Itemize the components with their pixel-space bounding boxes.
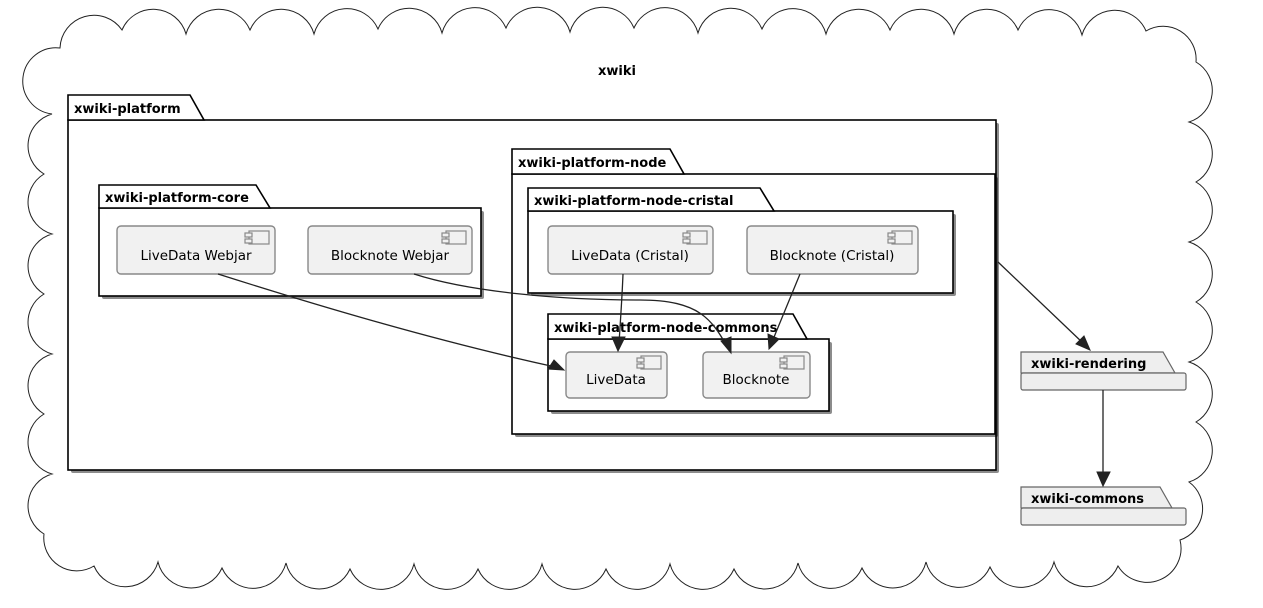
component-blocknote-cristal[interactable]: Blocknote (Cristal) [746, 225, 919, 275]
component-label: LiveData Webjar [140, 248, 252, 264]
component-box [746, 225, 919, 275]
arrow-head [767, 333, 780, 351]
edge-livedata-cristal-to-livedata [611, 273, 626, 353]
package-label: xwiki-platform-node-commons [554, 321, 778, 336]
edge-livedata-webjar-to-livedata [217, 273, 566, 371]
component-livedata-cristal[interactable]: LiveData (Cristal) [547, 225, 714, 275]
edge-line [413, 273, 729, 349]
package-tab [527, 187, 776, 212]
uml-component-icon [244, 230, 270, 245]
arrow-head [611, 336, 626, 353]
edge-line [217, 273, 561, 369]
uml-component-icon [682, 230, 708, 245]
component-box [307, 225, 473, 275]
package-xwiki-commons[interactable]: xwiki-commons [1020, 486, 1187, 526]
edge-blocknote-cristal-to-blocknote [767, 273, 801, 351]
collapsed-package-body [1020, 507, 1187, 526]
component-label: Blocknote (Cristal) [770, 248, 895, 264]
component-blocknote-webjar[interactable]: Blocknote Webjar [307, 225, 473, 275]
arrow-head [1096, 471, 1111, 488]
package-label: xwiki-platform [74, 102, 181, 117]
uml-component-icon [441, 230, 467, 245]
component-label: Blocknote [723, 372, 790, 388]
edge-rendering-to-commons [1096, 390, 1111, 488]
package-tab [547, 313, 809, 340]
package-label: xwiki-platform-node [518, 156, 667, 171]
uml-component-icon [636, 355, 662, 370]
arrow-head [547, 359, 566, 371]
uml-component-icon [779, 355, 805, 370]
component-label: Blocknote Webjar [331, 248, 450, 264]
package-tab [98, 184, 272, 209]
component-label: LiveData [586, 372, 646, 388]
package-label: xwiki-platform-core [105, 191, 249, 206]
package-label: xwiki-rendering [1031, 357, 1146, 372]
component-label: LiveData (Cristal) [571, 248, 689, 264]
edge-node-to-rendering [997, 261, 1091, 351]
edge-blocknote-webjar-to-blocknote [413, 273, 732, 355]
component-blocknote[interactable]: Blocknote [702, 351, 811, 399]
edge-line [997, 261, 1085, 345]
cloud-label: xwiki [598, 64, 636, 79]
package-label: xwiki-platform-node-cristal [534, 194, 734, 209]
package-label: xwiki-commons [1031, 492, 1144, 507]
package-tab [67, 94, 206, 121]
arrow-head [1075, 335, 1091, 351]
uml-component-icon [887, 230, 913, 245]
component-box [116, 225, 276, 275]
component-box [547, 225, 714, 275]
package-tab [511, 148, 686, 175]
edge-line [771, 273, 801, 343]
arrow-head [720, 336, 732, 355]
collapsed-package-body [1020, 372, 1187, 391]
package-xwiki-rendering[interactable]: xwiki-rendering [1020, 351, 1187, 391]
component-livedata[interactable]: LiveData [565, 351, 668, 399]
component-livedata-webjar[interactable]: LiveData Webjar [116, 225, 276, 275]
